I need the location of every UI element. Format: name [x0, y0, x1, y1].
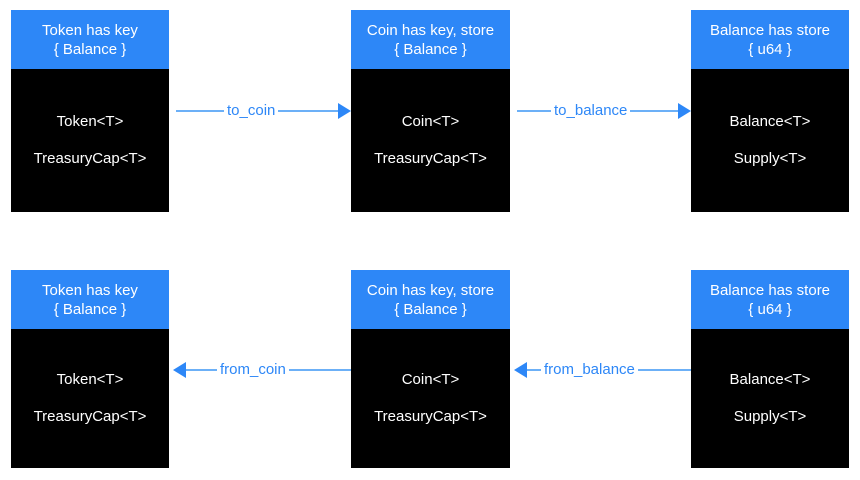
node-body-line-2: TreasuryCap<T>	[33, 150, 147, 167]
node-header-line-2: { u64 }	[748, 41, 792, 58]
node-header-line-1: Coin has key, store	[366, 22, 495, 39]
node-header-line-1: Token has key	[42, 22, 138, 39]
arrowhead-right-icon	[338, 103, 351, 119]
node-body-line-2: TreasuryCap<T>	[33, 408, 147, 425]
node-header-line-1: Token has key	[42, 282, 138, 299]
node-body: Coin<T> TreasuryCap<T>	[351, 329, 510, 468]
node-body: Coin<T> TreasuryCap<T>	[351, 69, 510, 212]
node-body-line-2: Supply<T>	[733, 150, 807, 167]
node-balance-top[interactable]: Balance has store { u64 } Balance<T> Sup…	[691, 10, 849, 212]
node-body-line-1: Coin<T>	[401, 113, 460, 130]
edge-label: to_coin	[224, 98, 279, 124]
node-body-line-2: TreasuryCap<T>	[374, 150, 487, 167]
node-body-line-2: TreasuryCap<T>	[374, 408, 487, 425]
edge-label: to_balance	[551, 98, 631, 124]
node-body: Balance<T> Supply<T>	[691, 69, 849, 212]
edge-from-coin[interactable]: from_coin	[173, 357, 351, 383]
node-header-line-1: Balance has store	[709, 22, 831, 39]
edge-label: from_coin	[217, 357, 289, 383]
node-header-line-2: { u64 }	[748, 301, 792, 318]
node-header-line-2: { Balance }	[53, 41, 127, 58]
node-coin-top[interactable]: Coin has key, store { Balance } Coin<T> …	[351, 10, 510, 212]
edge-label: from_balance	[541, 357, 638, 383]
node-header-line-2: { Balance }	[394, 301, 467, 318]
arrowhead-right-icon	[678, 103, 691, 119]
arrowhead-left-icon	[173, 362, 186, 378]
node-header: Token has key { Balance }	[11, 10, 169, 69]
node-header: Coin has key, store { Balance }	[351, 270, 510, 329]
node-body: Balance<T> Supply<T>	[691, 329, 849, 468]
node-header: Balance has store { u64 }	[691, 10, 849, 69]
node-header: Coin has key, store { Balance }	[351, 10, 510, 69]
node-body-line-1: Coin<T>	[401, 371, 460, 388]
node-token-top[interactable]: Token has key { Balance } Token<T> Treas…	[11, 10, 169, 212]
node-coin-bottom[interactable]: Coin has key, store { Balance } Coin<T> …	[351, 270, 510, 468]
node-header: Token has key { Balance }	[11, 270, 169, 329]
node-body: Token<T> TreasuryCap<T>	[11, 329, 169, 468]
node-header-line-2: { Balance }	[394, 41, 467, 58]
node-body-line-1: Token<T>	[56, 113, 124, 130]
node-body-line-1: Token<T>	[56, 371, 124, 388]
node-header-line-1: Balance has store	[709, 282, 831, 299]
node-header-line-2: { Balance }	[53, 301, 127, 318]
edge-to-balance[interactable]: to_balance	[517, 98, 691, 124]
node-header: Balance has store { u64 }	[691, 270, 849, 329]
edge-from-balance[interactable]: from_balance	[514, 357, 691, 383]
node-token-bottom[interactable]: Token has key { Balance } Token<T> Treas…	[11, 270, 169, 468]
node-header-line-1: Coin has key, store	[366, 282, 495, 299]
arrowhead-left-icon	[514, 362, 527, 378]
node-body: Token<T> TreasuryCap<T>	[11, 69, 169, 212]
node-body-line-2: Supply<T>	[733, 408, 807, 425]
edge-to-coin[interactable]: to_coin	[176, 98, 351, 124]
node-body-line-1: Balance<T>	[729, 371, 811, 388]
node-body-line-1: Balance<T>	[729, 113, 811, 130]
node-balance-bottom[interactable]: Balance has store { u64 } Balance<T> Sup…	[691, 270, 849, 468]
